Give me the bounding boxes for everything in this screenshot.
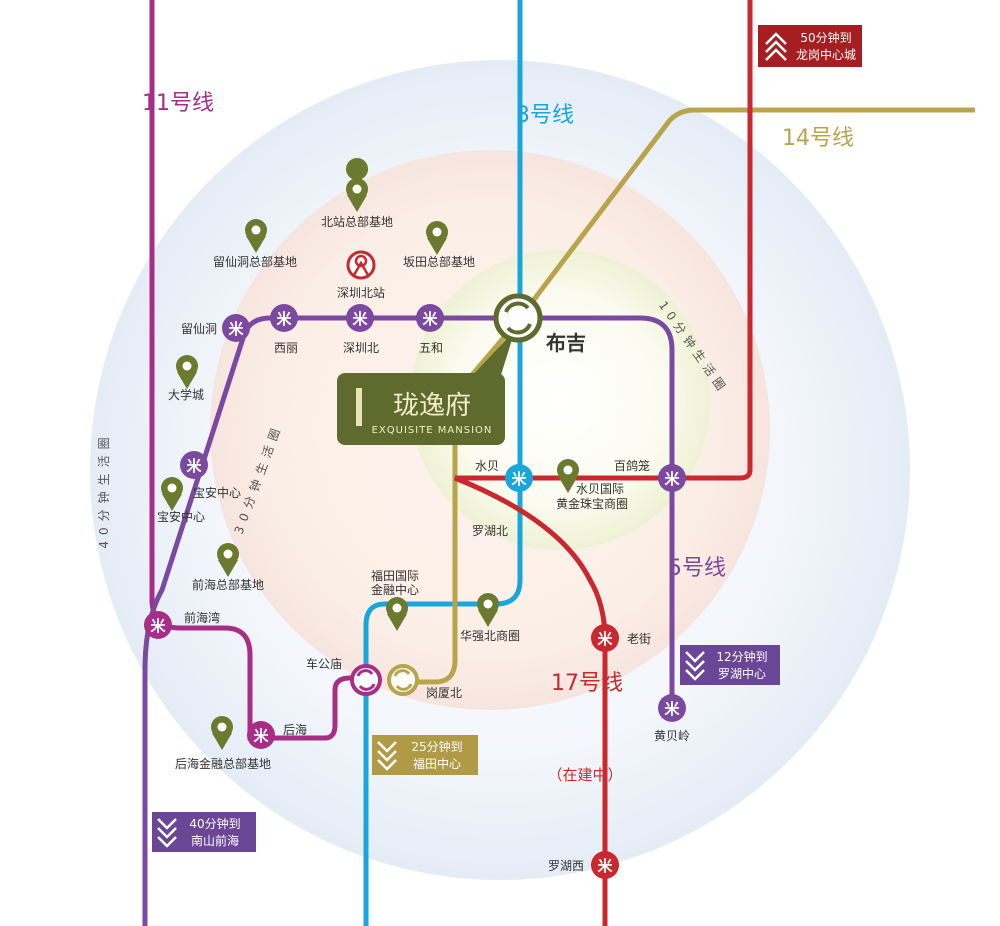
station-xili: 西丽 [274,341,298,355]
line-17-track [454,0,753,926]
svg-text:米: 米 [352,310,368,328]
svg-text:米: 米 [150,617,166,635]
svg-text:米: 米 [422,310,438,328]
badge-luohu-line2: 罗湖中心 [718,666,766,681]
place-huaqiangbei: 华强北商圈 [460,628,520,643]
line-11-label: 11号线 [142,91,214,116]
metro-icon-laojie: 米 [591,624,619,652]
svg-text:米: 米 [597,857,613,875]
pin-icon-qianhai-hq [217,543,239,577]
metro-icon-wuhe: 米 [416,304,444,332]
station-huangbeiling: 黄贝岭 [654,729,690,743]
svg-text:米: 米 [511,470,527,488]
badge-nanshan-line1: 40分钟到 [189,816,240,831]
chegongmiao-interchange-icon [350,664,382,696]
metro-station-icons: 米 米 米 米 米 米 米 米 米 米 米 米 [144,304,686,879]
project-box [337,373,505,445]
place-liuxiandong-hq: 留仙洞总部基地 [213,254,297,269]
badge-futian-line1: 25分钟到 [411,739,462,754]
station-luohubei: 罗湖北 [472,523,508,538]
pin-icon-futian-finance [386,597,408,631]
callout-pointer [470,330,515,378]
metro-icon-qianhaiwan: 米 [144,611,172,639]
line-17-status: （在建中） [547,766,622,784]
line-3-label: 3号线 [516,103,574,128]
line-14-label: 14号线 [782,126,854,151]
badge-longgang: 50分钟到 龙岗中心城 [758,25,862,67]
pin-icon-daxuecheng [176,355,198,389]
station-shenzhenbei: 深圳北 [343,341,379,355]
place-shuibei-gold-1: 水贝国际 [576,482,624,496]
line-5-label: 5号线 [668,556,726,581]
metro-icon-xili: 米 [270,304,298,332]
pin-icon-liuxiandong-hq [245,219,267,253]
badge-luohu-line1: 12分钟到 [716,649,767,664]
svg-text:米: 米 [597,630,613,648]
station-wuhe: 五和 [419,341,443,355]
station-gangxiabei: 岗厦北 [426,686,462,700]
project-name: 珑逸府 [393,391,471,421]
pin-icon-houhai-finance [211,716,233,750]
metro-icon-baigelong: 米 [658,464,686,492]
pin-icons [161,158,579,750]
pin-icon-baoan-center [161,477,183,511]
place-shuibei-gold-2: 黄金珠宝商圈 [556,496,628,511]
station-liuxiandong: 留仙洞 [181,322,217,336]
badge-longgang-line2: 龙岗中心城 [796,47,856,62]
svg-text:米: 米 [664,700,680,718]
project-english: EXQUISITE MANSION [372,425,493,436]
svg-text:米: 米 [228,320,244,338]
badge-futian: 25分钟到 福田中心 [372,735,478,775]
place-futian-finance-2: 金融中心 [371,582,419,597]
station-chegongmiao: 车公庙 [306,656,342,671]
badge-nanshan: 40分钟到 南山前海 [152,812,256,852]
station-shuibei: 水贝 [475,459,499,473]
place-qianhai-hq: 前海总部基地 [192,577,264,592]
metro-icon-baoanzhongxin: 米 [180,451,208,479]
place-shenzhen-north-station: 深圳北站 [337,286,385,300]
station-buji: 布吉 [546,331,586,355]
badge-longgang-line1: 50分钟到 [800,30,851,45]
ring-10min [410,250,710,550]
pin-icon-beizhan [346,158,369,212]
station-houhai: 后海 [283,722,307,737]
svg-text:米: 米 [664,470,680,488]
metro-icon-shuibei: 米 [505,464,533,492]
badge-nanshan-line2: 南山前海 [191,833,239,848]
badge-futian-line2: 福田中心 [413,756,461,771]
ring40-label: 40分钟生活圈 [96,431,111,548]
place-bantian-hq: 坂田总部基地 [403,254,475,269]
railway-station-icon [346,250,376,280]
place-baoan-center: 宝安中心 [157,509,205,524]
station-baigelong: 百鸽笼 [614,458,650,473]
gangxiabei-interchange-icon [387,664,419,696]
buji-interchange-icon [493,293,543,343]
svg-text:米: 米 [276,310,292,328]
pin-icon-shuibei-gold [557,459,579,493]
line-3-track [363,0,523,926]
station-qianhaiwan: 前海湾 [184,610,220,625]
pin-icon-huaqiangbei [477,593,499,627]
station-luohuxi: 罗湖西 [548,858,584,873]
metro-icon-luohuxi: 米 [591,851,619,879]
badge-luohu: 12分钟到 罗湖中心 [680,645,780,685]
metro-icon-liuxiandong: 米 [222,314,250,342]
station-laojie: 老街 [627,632,651,646]
place-daxuecheng: 大学城 [168,387,204,402]
metro-icon-huangbeiling: 米 [658,694,686,722]
project-logo-mark [356,388,362,426]
project-callout: 珑逸府 EXQUISITE MANSION [337,330,515,445]
place-beizhan-hq: 北站总部基地 [321,214,393,229]
metro-icon-shenzhenbei: 米 [346,304,374,332]
pin-icon-bantian [426,221,448,255]
svg-text:米: 米 [186,457,202,475]
svg-text:米: 米 [253,727,269,745]
station-baoanzhongxin: 宝安中心 [193,485,241,500]
metro-icon-houhai: 米 [247,721,275,749]
place-futian-finance-1: 福田国际 [371,568,419,583]
line-17-label: 17号线 [551,671,623,696]
place-houhai-finance: 后海金融总部基地 [175,756,271,771]
